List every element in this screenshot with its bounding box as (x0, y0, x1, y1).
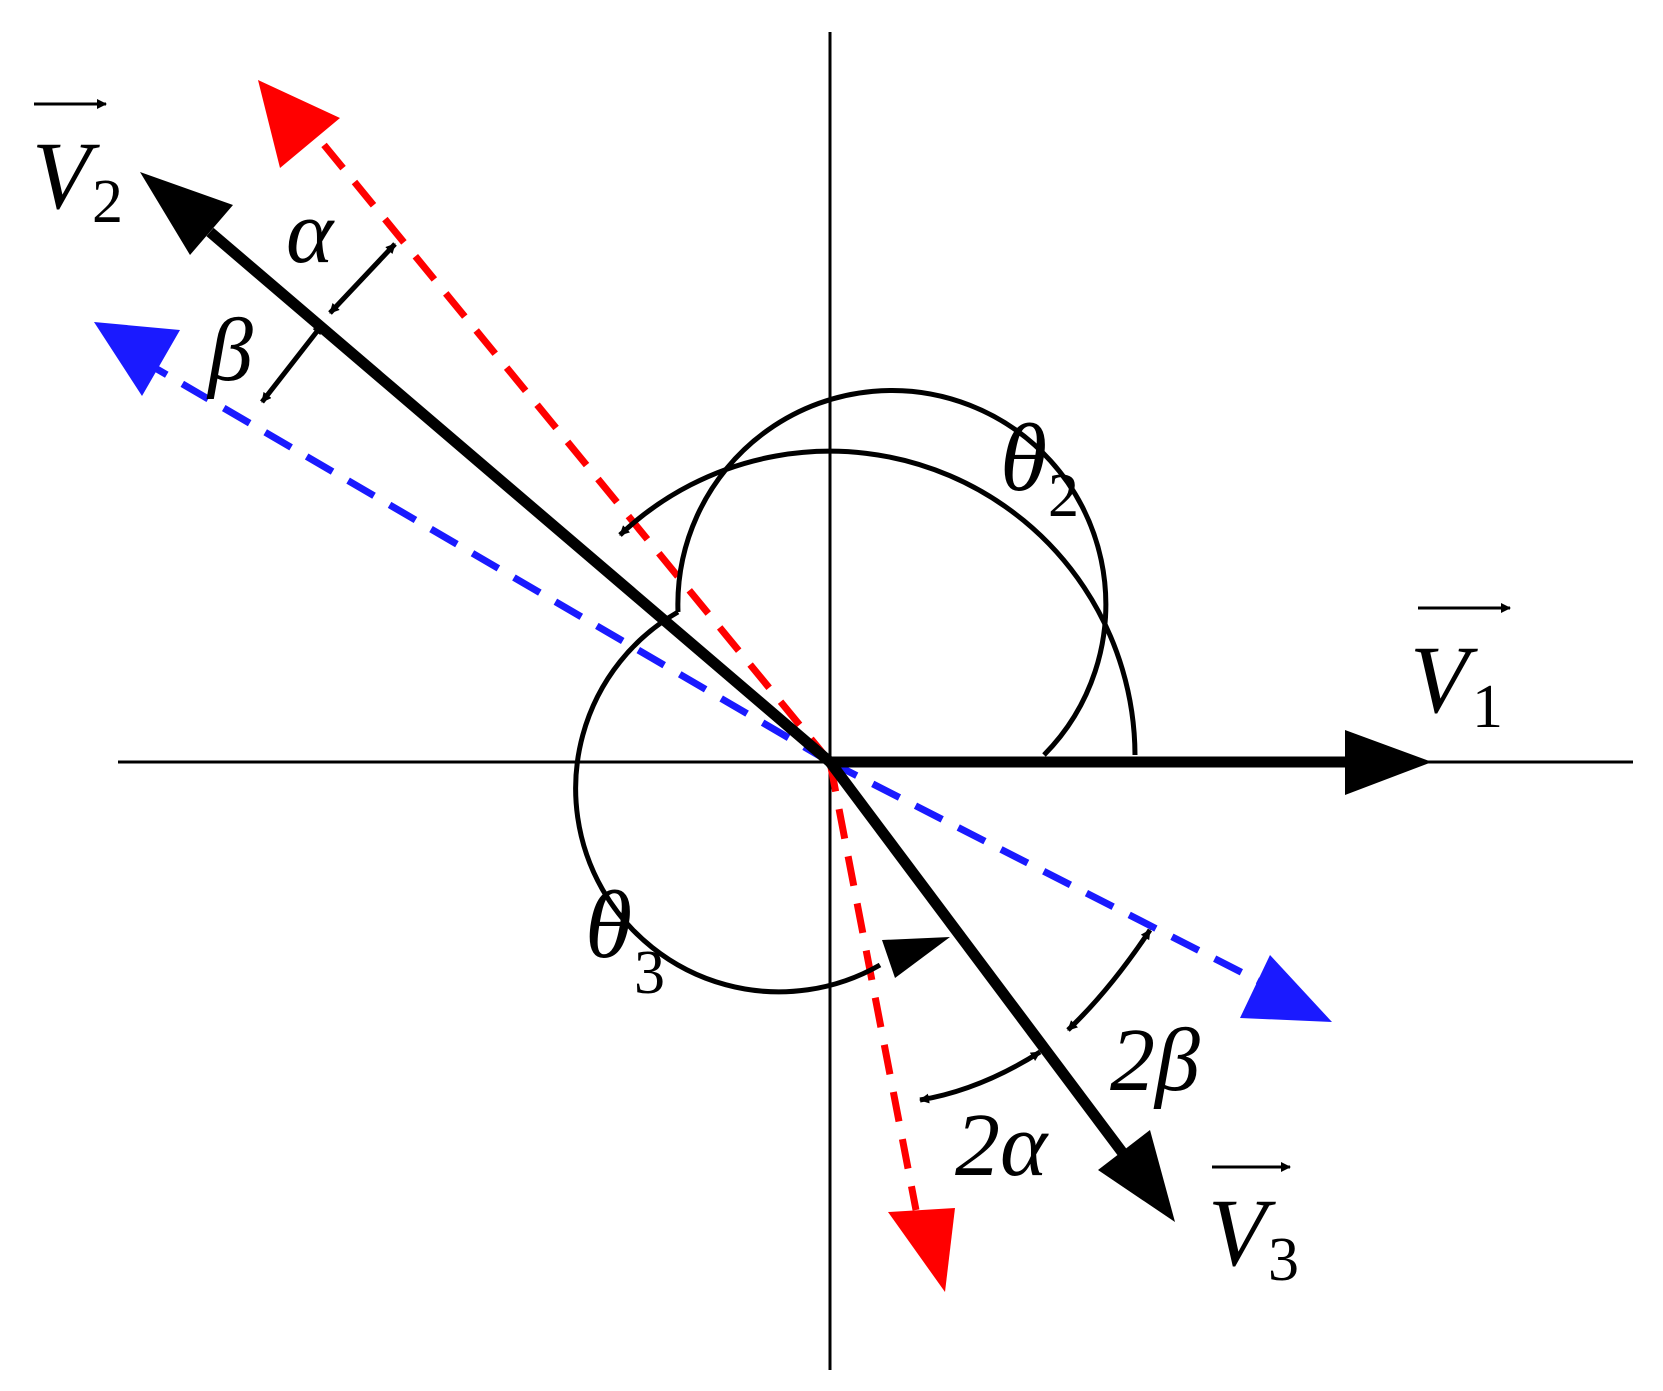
two-alpha-label: 2α (955, 1096, 1049, 1195)
v2-vector-line (206, 227, 834, 767)
blue-dashed-line-upper (148, 361, 832, 766)
v2-label-sub: 2 (92, 168, 123, 236)
theta3-label-main: θ (585, 871, 632, 978)
v1-label-sub: 1 (1472, 673, 1503, 741)
v3-vector-line (825, 758, 1133, 1164)
red-dashed-line-upper (317, 137, 833, 765)
theta2-inner-arc (675, 388, 1109, 757)
two-alpha-arc (919, 1049, 1042, 1104)
v2-arrowhead (140, 172, 233, 255)
v3-label: V 3 (1208, 1162, 1299, 1294)
v3-label-main: V (1208, 1179, 1276, 1286)
theta3-label-sub: 3 (634, 939, 665, 1007)
beta-label: β (206, 301, 253, 400)
v3-arrowhead (1098, 1130, 1175, 1222)
alpha-label: α (286, 183, 335, 282)
v1-arrowhead (1345, 730, 1432, 795)
red-arrowhead-lower (888, 1208, 955, 1292)
v3-label-sub: 3 (1268, 1226, 1299, 1294)
v1-label: V 1 (1410, 603, 1511, 741)
beta-angle-arrow (260, 323, 324, 404)
theta3-arc (573, 609, 882, 995)
two-beta-label: 2β (1110, 1011, 1200, 1110)
theta3-label: θ 3 (585, 871, 665, 1007)
theta2-label-sub: 2 (1048, 462, 1079, 530)
v2-label-main: V (32, 122, 100, 229)
red-arrowhead-upper (258, 80, 340, 168)
blue-dashed-line-lower (828, 758, 1282, 996)
two-beta-arc (1066, 928, 1153, 1032)
red-dashed-line-lower (826, 761, 920, 1211)
theta2-label: θ 2 (1000, 404, 1079, 530)
theta2-outer-arc (618, 448, 1138, 756)
blue-arrowhead-upper (94, 322, 180, 396)
alpha-angle-arrow (328, 242, 397, 315)
blue-arrowhead-lower (1240, 955, 1332, 1022)
theta3-arrowhead (882, 937, 950, 978)
v1-label-main: V (1410, 626, 1478, 733)
theta2-label-main: θ (1000, 404, 1047, 511)
v2-label: V 2 (32, 99, 123, 236)
